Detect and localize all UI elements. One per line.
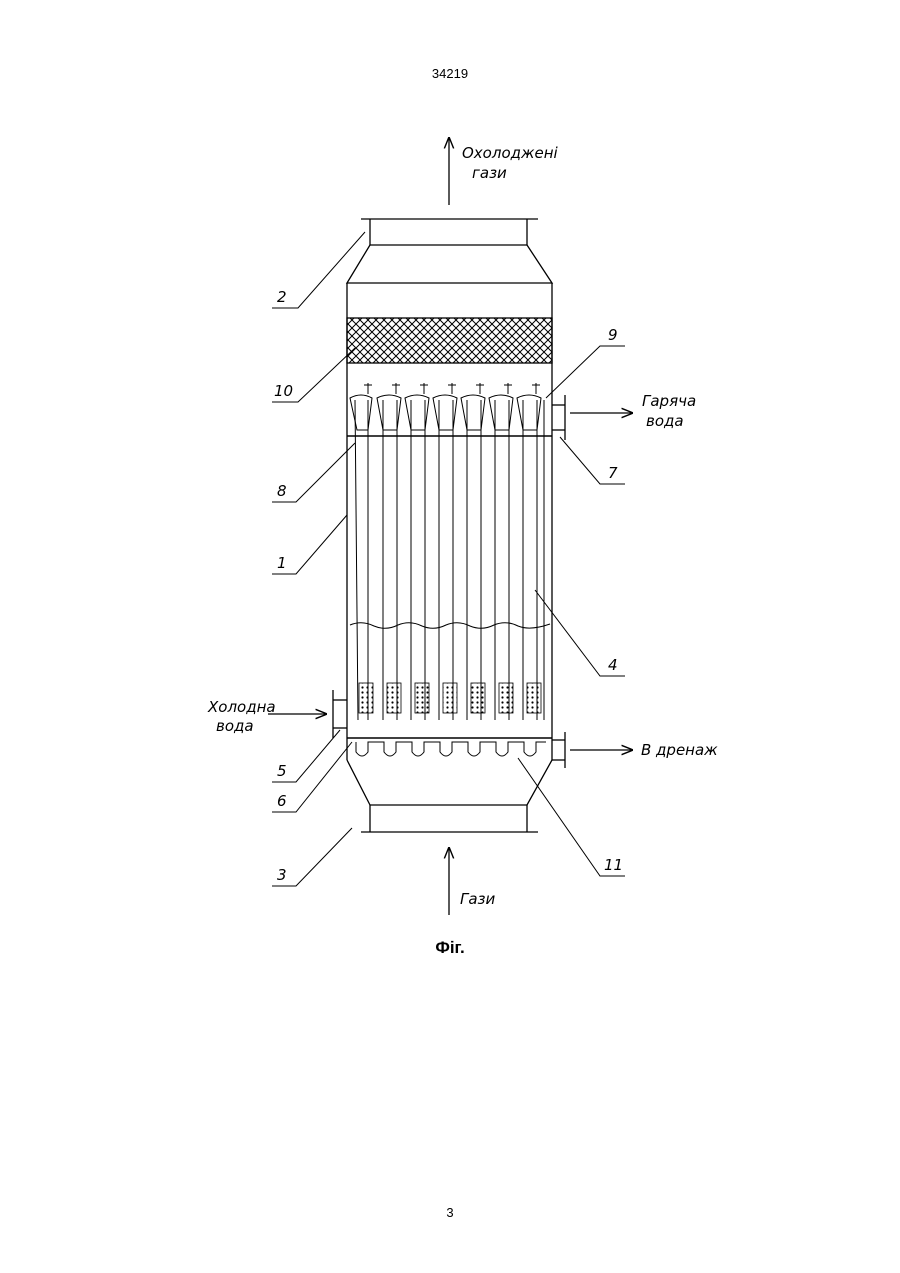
- hot-water-label-line2: вода: [646, 412, 684, 430]
- cooled-gases-label-line2: гази: [472, 164, 507, 182]
- figure-caption: Фіг.: [0, 938, 900, 958]
- page-number: 3: [0, 1205, 900, 1220]
- water-level: [350, 623, 550, 629]
- drain-cups: [356, 742, 546, 756]
- tube-bundle: [355, 400, 544, 720]
- callout-6: 6: [277, 792, 287, 810]
- drain-label: В дренаж: [641, 741, 718, 759]
- hot-water-label: Гаряча: [642, 392, 696, 410]
- callout-9: 9: [608, 326, 618, 344]
- callout-1: 1: [277, 554, 287, 572]
- cooled-gases-label: Охолоджені: [462, 144, 559, 162]
- cold-water-label: Холодна: [207, 698, 276, 716]
- callout-2: 2: [277, 288, 287, 306]
- callout-5: 5: [277, 762, 287, 780]
- bottom-nozzle: [347, 760, 552, 832]
- drain-nozzle: [552, 732, 565, 768]
- callout-3: 3: [277, 866, 287, 884]
- packing-sections: [359, 683, 541, 713]
- callout-11: 11: [604, 856, 623, 874]
- callout-4: 4: [608, 656, 618, 674]
- tube-funnels: [350, 383, 541, 430]
- callout-7: 7: [608, 464, 618, 482]
- cold-water-label-line2: вода: [216, 717, 254, 735]
- top-nozzle: [347, 219, 552, 283]
- hot-water-nozzle: [552, 395, 565, 440]
- demister-mesh: [347, 318, 552, 363]
- callout-8: 8: [277, 482, 287, 500]
- callout-10: 10: [274, 382, 293, 400]
- gases-label: Гази: [460, 890, 496, 908]
- cold-water-nozzle: [333, 690, 347, 738]
